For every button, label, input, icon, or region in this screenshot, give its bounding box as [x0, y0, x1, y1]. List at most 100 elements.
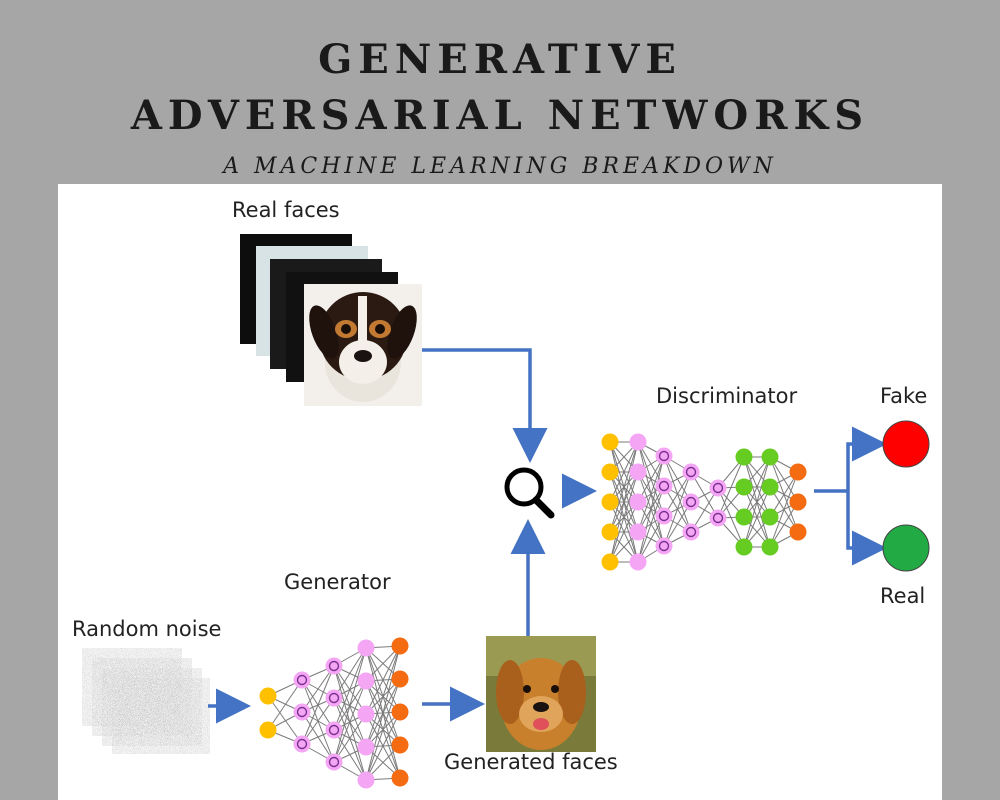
network-node [601, 553, 619, 571]
network-node [761, 448, 779, 466]
discriminator-label: Discriminator [656, 384, 798, 408]
network-node [789, 523, 807, 541]
real-faces-stack [240, 234, 422, 406]
network-node [601, 463, 619, 481]
network-edge [267, 695, 303, 745]
network-edge [637, 455, 665, 503]
network-node-ring [685, 466, 697, 478]
network-edge [609, 471, 639, 563]
network-node [293, 703, 311, 721]
network-node [629, 433, 647, 451]
dog-photo-real [304, 284, 422, 406]
network-edge [301, 697, 335, 745]
network-node [293, 735, 311, 753]
network-edge [769, 471, 799, 518]
network-edge [637, 485, 665, 563]
network-edge [333, 647, 367, 731]
generator-network [259, 637, 409, 789]
network-node [601, 523, 619, 541]
network-edge [365, 645, 401, 748]
network-node [629, 553, 647, 571]
network-edge [743, 456, 771, 548]
real-faces-label: Real faces [232, 198, 340, 222]
diagram-panel: Real faces Random noise Generator Genera… [58, 184, 942, 800]
network-edge [769, 501, 799, 548]
magnifier-icon [504, 467, 555, 519]
network-edge [637, 515, 665, 563]
arrow-to-real [846, 491, 887, 566]
network-edge [333, 713, 367, 763]
network-edge [663, 471, 692, 517]
network-node [761, 508, 779, 526]
network-node [357, 705, 375, 723]
network-edge [637, 455, 665, 533]
network-edge [301, 665, 335, 745]
network-node [357, 738, 375, 756]
network-node [325, 689, 343, 707]
network-node-ring [658, 450, 670, 462]
network-edge [365, 645, 401, 715]
network-node [601, 493, 619, 511]
network-edge [365, 645, 401, 781]
network-edge [690, 487, 719, 533]
network-node [601, 433, 619, 451]
network-node [259, 687, 277, 705]
network-node [735, 478, 753, 496]
network-node [682, 493, 700, 511]
real-output-circle [882, 524, 930, 572]
network-node [655, 537, 673, 555]
network-edge [717, 456, 745, 519]
network-node-ring [712, 512, 724, 524]
network-edge [769, 471, 799, 548]
network-node-ring [685, 526, 697, 538]
random-noise-stack [82, 648, 210, 754]
network-node [357, 771, 375, 789]
network-node-ring [658, 510, 670, 522]
network-node [391, 736, 409, 754]
gan-diagram-svg [82, 234, 930, 789]
network-edge [637, 455, 665, 563]
network-node-ring [296, 738, 308, 750]
network-node [761, 538, 779, 556]
network-node [629, 463, 647, 481]
arrow-real-to-discriminator [422, 348, 548, 463]
network-edge [301, 665, 335, 713]
network-node [259, 721, 277, 739]
network-node [735, 448, 753, 466]
network-node [709, 479, 727, 497]
network-node [735, 508, 753, 526]
network-node [391, 769, 409, 787]
network-node [391, 637, 409, 655]
network-node-ring [658, 540, 670, 552]
network-edge [663, 471, 692, 547]
network-node [325, 657, 343, 675]
fake-label: Fake [880, 384, 928, 408]
subtitle: A MACHINE LEARNING BREAKDOWN [223, 154, 777, 179]
generator-label: Generator [284, 570, 391, 594]
dog-photo-generated [486, 636, 596, 752]
network-node-ring [296, 674, 308, 686]
arrow-to-fake [846, 426, 887, 491]
network-node [735, 538, 753, 556]
network-node [325, 753, 343, 771]
network-node [629, 523, 647, 541]
network-node-ring [328, 660, 340, 672]
network-node [789, 463, 807, 481]
network-node-ring [658, 480, 670, 492]
network-node [391, 670, 409, 688]
network-edge [743, 456, 771, 518]
network-node [629, 493, 647, 511]
network-edge [267, 679, 303, 731]
network-node [293, 671, 311, 689]
network-node [682, 523, 700, 541]
network-node-ring [296, 706, 308, 718]
network-node [391, 703, 409, 721]
network-edge [609, 441, 639, 533]
fake-output-circle [882, 420, 930, 468]
network-edge [609, 441, 639, 503]
network-edge [365, 678, 401, 781]
network-node [655, 507, 673, 525]
network-node-ring [712, 482, 724, 494]
network-node [357, 672, 375, 690]
network-node [357, 639, 375, 657]
